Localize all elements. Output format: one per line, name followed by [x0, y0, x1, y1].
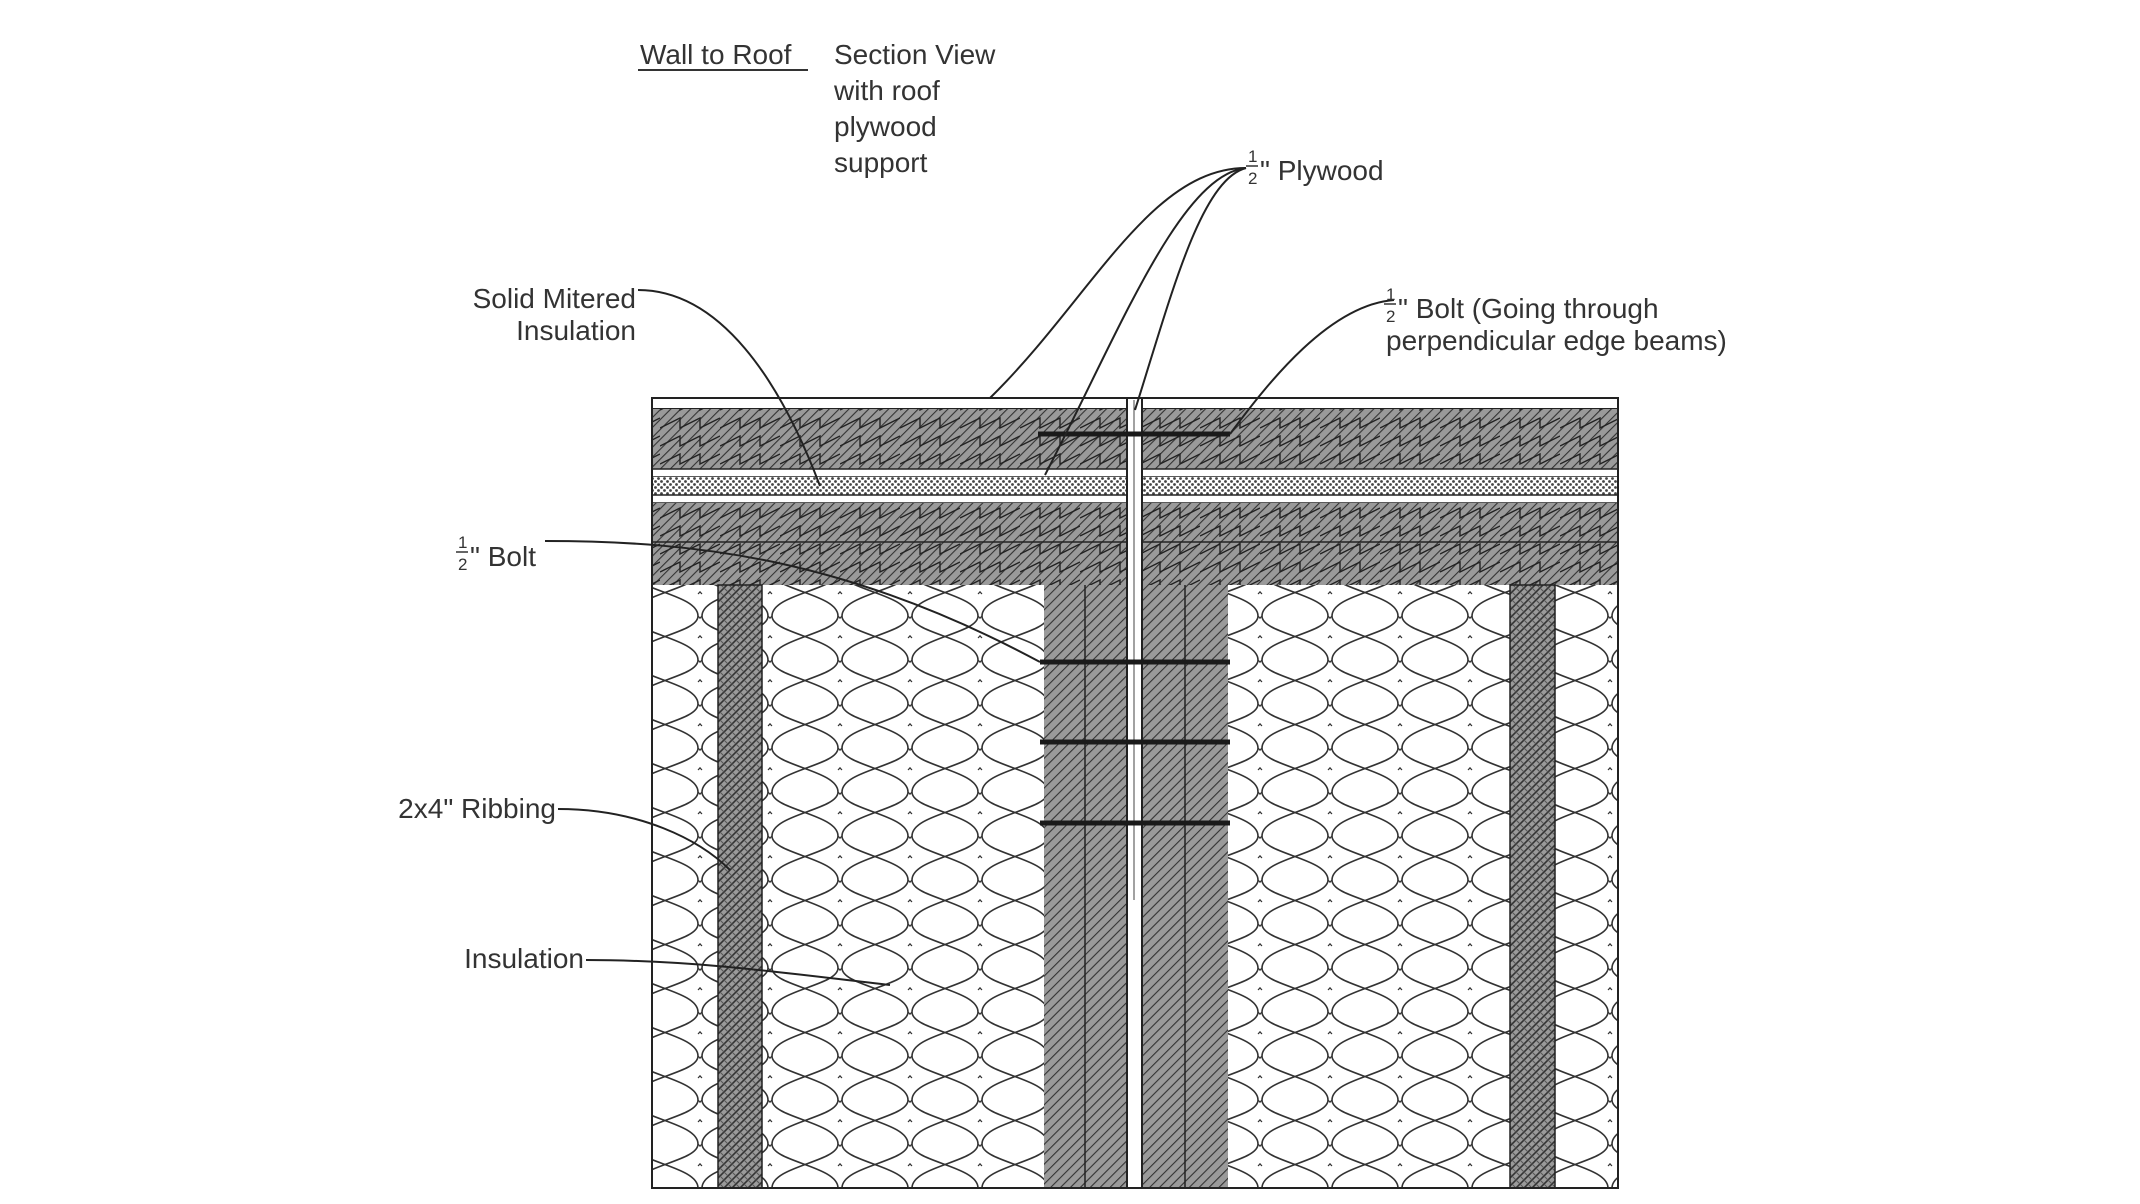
title-heading: Wall to Roof [640, 39, 792, 70]
plywood-fraction-num: 1 [1248, 147, 1257, 166]
callout-bolt: 1 2 " Bolt [456, 533, 536, 574]
subtitle-line-4: support [834, 147, 928, 178]
callout-edge-bolt: 1 2 " Bolt (Going through perpendicular … [1384, 285, 1727, 356]
edge-bolt-line-2: perpendicular edge beams) [1386, 325, 1727, 356]
insulation-batt-3 [1228, 585, 1510, 1188]
plywood-leader-3 [1134, 167, 1247, 411]
insulation-leader [585, 959, 891, 986]
plywood-leader-1 [989, 167, 1247, 399]
ribbing-leader [557, 808, 731, 871]
callout-insulation: Insulation [464, 943, 584, 974]
subtitle-line-1: Section View [834, 39, 996, 70]
ribbing-stud-right [1509, 584, 1556, 1189]
subtitle-line-2: with roof [833, 75, 940, 106]
roof-beam-top-right-grain [1142, 409, 1618, 469]
bolt-leader [544, 540, 1041, 663]
edge-bolt-fraction-den: 2 [1386, 307, 1395, 326]
plywood-leader-2 [1044, 167, 1247, 476]
section-outline [651, 397, 1619, 1189]
bolt-label: " Bolt [470, 541, 536, 572]
bolt-fraction-num: 1 [458, 533, 467, 552]
solid-mitered-insulation-left [652, 477, 1127, 495]
edge-bolt-fraction-num: 1 [1386, 285, 1395, 304]
solid-mitered-line-2: Insulation [516, 315, 636, 346]
title-block: Wall to Roof Section View with roof plyw… [638, 39, 996, 178]
wall-assembly [651, 397, 1619, 1189]
callout-ribbing: 2x4" Ribbing [398, 793, 556, 824]
leader-lines [544, 167, 1395, 986]
insulation-batt-2 [762, 585, 1044, 1188]
ribbing-stud-left [717, 584, 763, 1189]
solid-mitered-insulation-right [1142, 477, 1618, 495]
solid-mitered-leader [637, 289, 821, 487]
bolt-fraction-den: 2 [458, 555, 467, 574]
plywood-label: " Plywood [1260, 155, 1384, 186]
ribbing-label: 2x4" Ribbing [398, 793, 556, 824]
edge-beam-left-grain [652, 503, 1127, 585]
subtitle-line-3: plywood [834, 111, 937, 142]
insulation-batt-4 [1555, 585, 1618, 1188]
insulation-batt-1 [652, 585, 718, 1188]
callout-plywood: 1 2 " Plywood [1246, 147, 1384, 188]
roof-beam-top-left-grain [652, 409, 1127, 469]
callout-solid-mitered: Solid Mitered Insulation [473, 283, 636, 346]
plywood-fraction-den: 2 [1248, 169, 1257, 188]
edge-bolt-leader [1229, 299, 1395, 435]
edge-beam-right-grain [1142, 503, 1618, 585]
solid-mitered-line-1: Solid Mitered [473, 283, 636, 314]
edge-bolt-line-1: " Bolt (Going through [1398, 293, 1659, 324]
roof-assembly [651, 397, 1619, 585]
insulation-label: Insulation [464, 943, 584, 974]
